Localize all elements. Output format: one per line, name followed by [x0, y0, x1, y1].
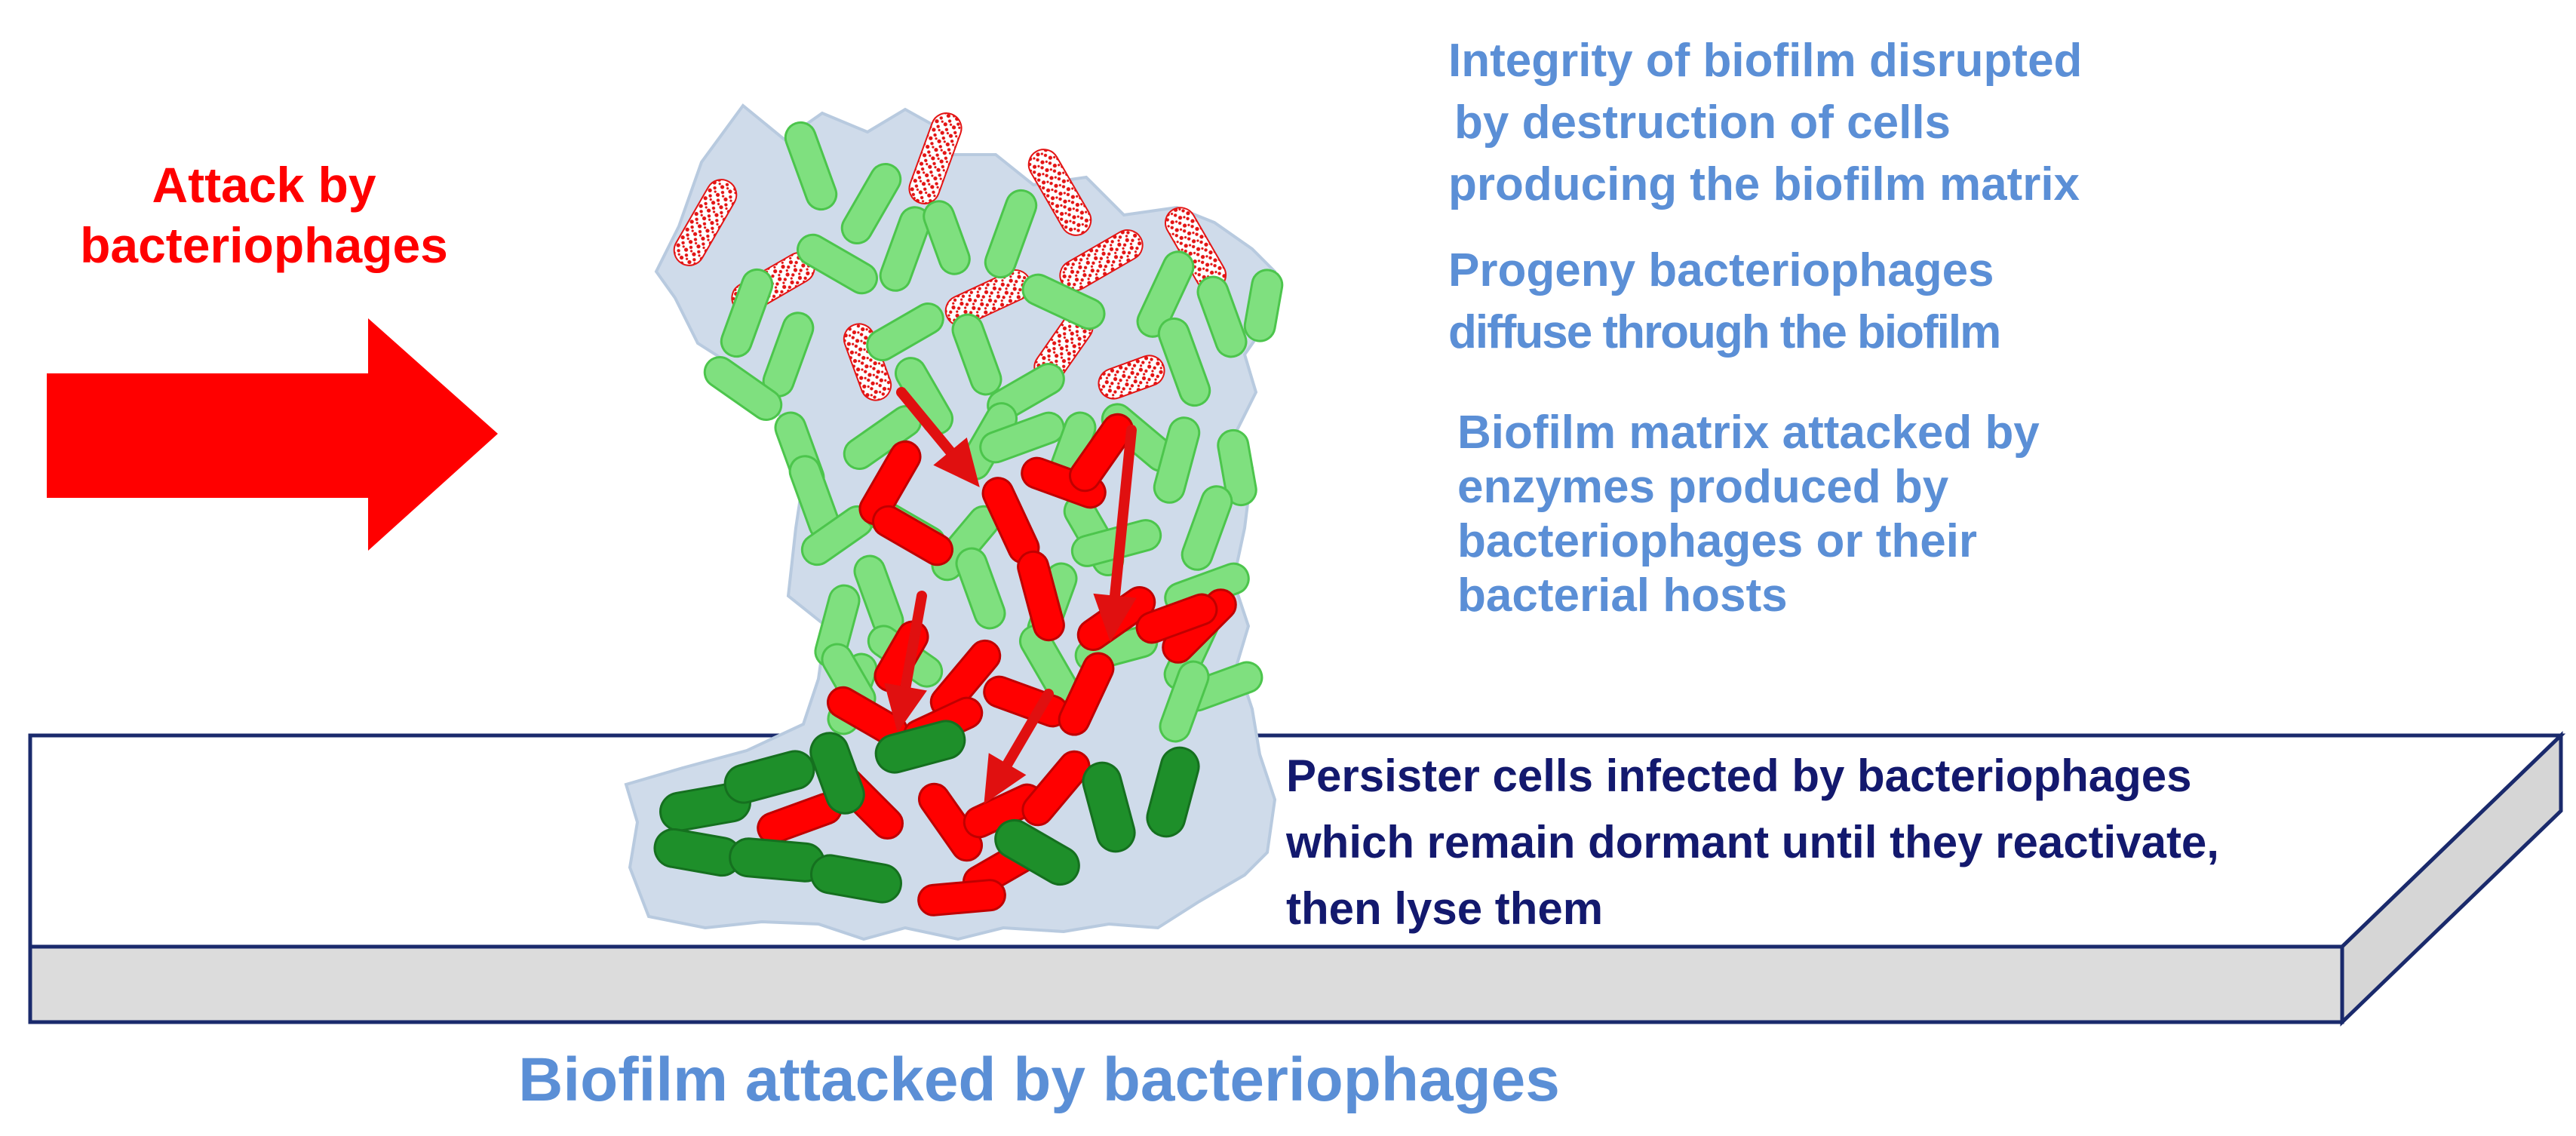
healthy-cell [720, 268, 774, 358]
phage-diffusion-arrow [1093, 425, 1137, 643]
healthy-cell [866, 302, 944, 362]
annotation-persister: Persister cells infected by bacteriophag… [1286, 743, 2219, 942]
lysed-cell [908, 112, 963, 204]
annotation-progeny: Progeny bacteriophages diffuse through t… [1448, 240, 2001, 364]
healthy-cell [797, 233, 878, 295]
infected-cell [1017, 550, 1065, 642]
biofilm-matrix [624, 103, 1277, 941]
attack-arrow [47, 318, 498, 551]
healthy-cell [984, 189, 1038, 279]
annotation-line: Progeny bacteriophages [1448, 244, 1994, 296]
attack-label: Attack by bacteriophages [49, 155, 479, 275]
persister-cell [809, 732, 865, 815]
healthy-cell [1181, 485, 1233, 571]
persister-cell [810, 854, 902, 904]
infected-cell [1021, 456, 1107, 509]
diagram-caption: Biofilm attacked by bacteriophages [518, 1045, 1560, 1114]
bacterial-cells [653, 112, 1284, 916]
surface-side-face [2340, 731, 2563, 1027]
phage-diffusion-arrows [884, 387, 1137, 805]
attack-label-line: bacteriophages [80, 217, 448, 273]
healthy-cell [1159, 660, 1210, 743]
healthy-cell [1136, 250, 1195, 338]
infected-cell [1135, 593, 1218, 644]
annotation-line: Persister cells infected by bacteriophag… [1286, 751, 2192, 801]
persister-cell [723, 750, 815, 804]
annotation-line: then lyse them [1286, 883, 1604, 934]
annotation-line: by destruction of cells [1454, 97, 1951, 149]
annotation-line: Biofilm matrix attacked by [1457, 407, 2040, 459]
infected-cell [872, 505, 953, 566]
persister-cell [1082, 761, 1136, 853]
annotation-line: enzymes produced by [1457, 461, 1949, 513]
surface-front-face [28, 944, 2344, 1024]
healthy-cell [1157, 317, 1211, 407]
annotation-integrity: Integrity of biofilm disrupted by destru… [1448, 30, 2082, 216]
attack-label-line: Attack by [152, 157, 376, 213]
persister-cell [994, 819, 1080, 886]
infected-cell [1068, 413, 1134, 493]
infected-cell [1021, 750, 1091, 827]
healthy-cell [1196, 275, 1248, 358]
phage-diffusion-arrow [984, 689, 1054, 805]
healthy-cell [1243, 269, 1284, 342]
lysed-cell [673, 179, 738, 266]
healthy-cell [703, 355, 783, 422]
healthy-cell [923, 200, 971, 275]
healthy-cell [840, 163, 902, 244]
infected-cell [858, 440, 922, 526]
lysed-cell [1098, 355, 1165, 400]
annotation-line: producing the biofilm matrix [1448, 158, 2080, 210]
persister-cell [874, 720, 966, 774]
healthy-cell [951, 313, 1002, 396]
annotation-matrix: Biofilm matrix attacked by enzymes produ… [1457, 406, 2040, 623]
infected-cell [1058, 652, 1115, 736]
annotation-line: bacterial hosts [1457, 570, 1788, 622]
healthy-cell [879, 206, 932, 292]
lysed-cell [1059, 229, 1144, 291]
healthy-cell [955, 547, 1006, 630]
annotation-line: which remain dormant until they reactiva… [1286, 817, 2219, 867]
phage-diffusion-arrow [884, 591, 927, 733]
annotation-line: bacteriophages or their [1457, 515, 1978, 567]
healthy-cell [1021, 273, 1106, 330]
annotation-line: Integrity of biofilm disrupted [1448, 35, 2083, 87]
infected-cell [917, 782, 984, 862]
healthy-cell [979, 411, 1065, 464]
persister-cell [1146, 746, 1200, 838]
healthy-cell [1217, 428, 1257, 507]
healthy-cell [1153, 416, 1201, 504]
healthy-cell [784, 121, 838, 211]
infected-cell [917, 879, 1006, 916]
lysed-cell [1027, 149, 1092, 236]
annotation-line: diffuse through the biofilm [1448, 306, 2001, 358]
phage-diffusion-arrow [896, 387, 980, 487]
